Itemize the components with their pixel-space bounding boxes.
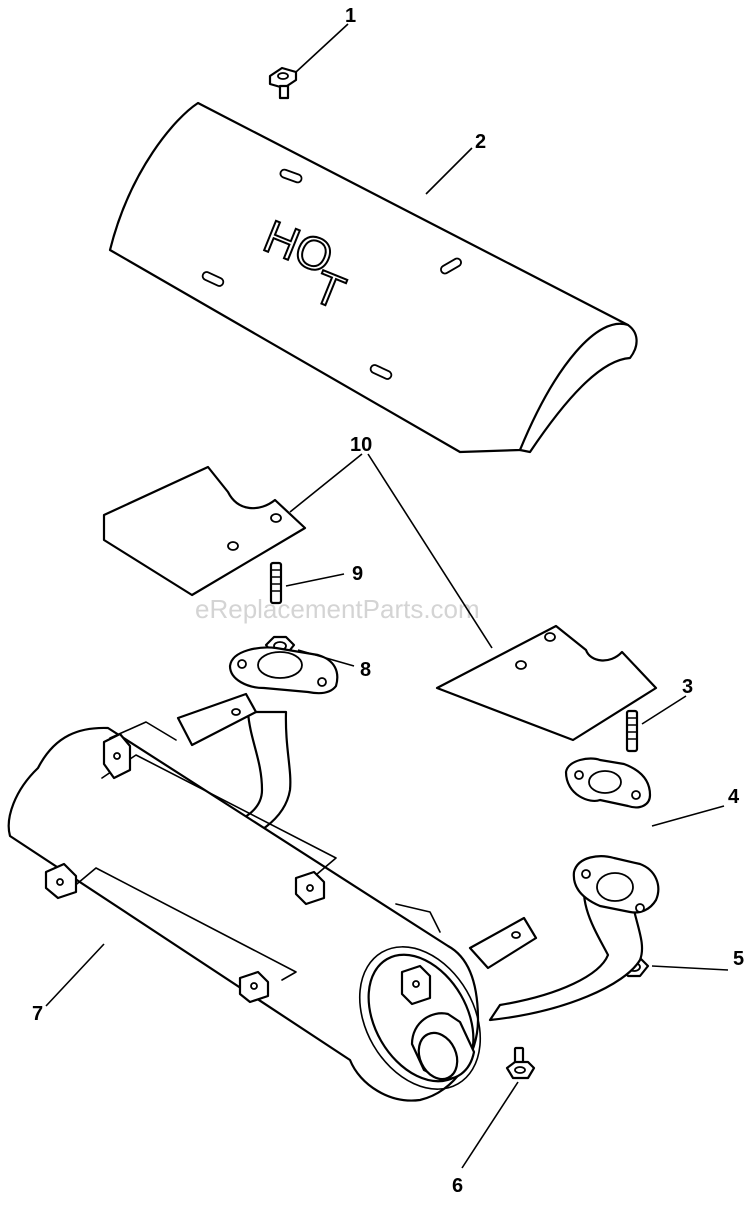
callout-8: 8 (360, 659, 371, 681)
part-7-muffler (7, 646, 660, 1102)
part-2-heat-shield: HO T (108, 101, 638, 454)
callout-1: 1 (345, 5, 356, 27)
callout-2: 2 (475, 131, 486, 153)
part-4-gasket (564, 757, 652, 809)
callout-5: 5 (733, 948, 744, 970)
part-10-plate-lower (435, 624, 658, 742)
part-1-screw (268, 66, 298, 100)
callout-10: 10 (350, 434, 372, 456)
watermark-text: eReplacementParts.com (195, 594, 480, 624)
part-10-plate-upper (102, 465, 307, 597)
leader-lines (45, 23, 729, 1169)
part-3-stud (625, 709, 639, 753)
callout-6: 6 (452, 1175, 463, 1197)
callout-4: 4 (728, 786, 740, 808)
callout-7: 7 (32, 1003, 43, 1025)
part-9-stud (269, 561, 283, 605)
callout-3: 3 (682, 676, 693, 698)
callout-9: 9 (352, 563, 363, 585)
part-6-screw (505, 1046, 536, 1080)
